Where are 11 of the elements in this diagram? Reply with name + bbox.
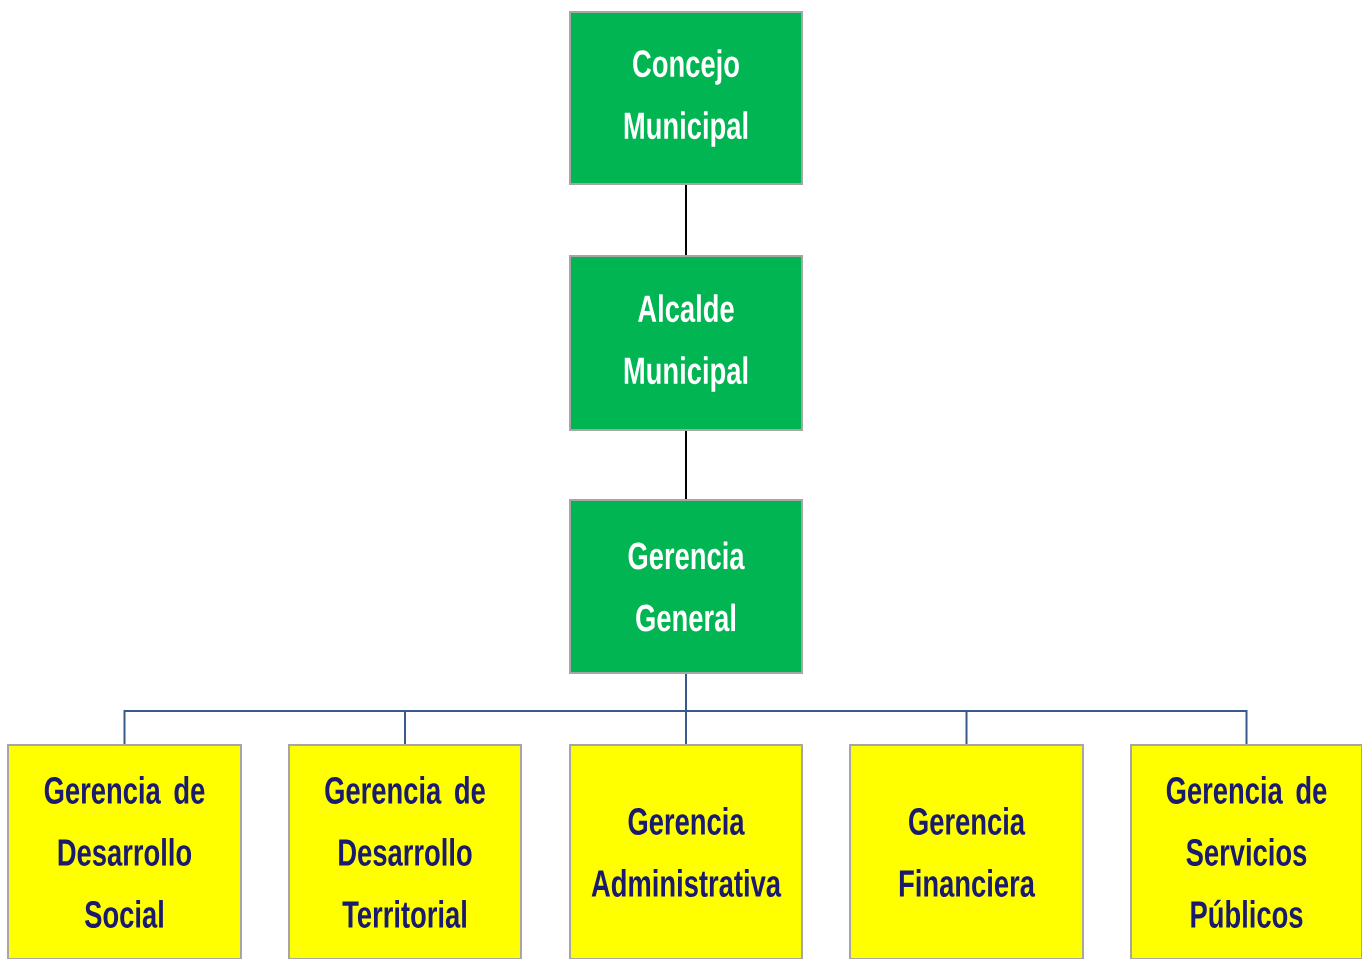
org-box: Gerencia General [569, 499, 803, 674]
org-box: Gerencia Administrativa [569, 744, 803, 959]
org-box: Gerencia de Desarrollo Territorial [288, 744, 522, 959]
org-box: Concejo Municipal [569, 11, 803, 185]
org-box: Gerencia de Desarrollo Social [7, 744, 242, 959]
org-box: Gerencia Financiera [849, 744, 1084, 959]
connector-line [685, 673, 1248, 745]
org-box: Gerencia de Servicios Públicos [1130, 744, 1362, 959]
connector-line [685, 184, 687, 256]
connector-line [685, 430, 687, 500]
org-box: Alcalde Municipal [569, 255, 803, 431]
